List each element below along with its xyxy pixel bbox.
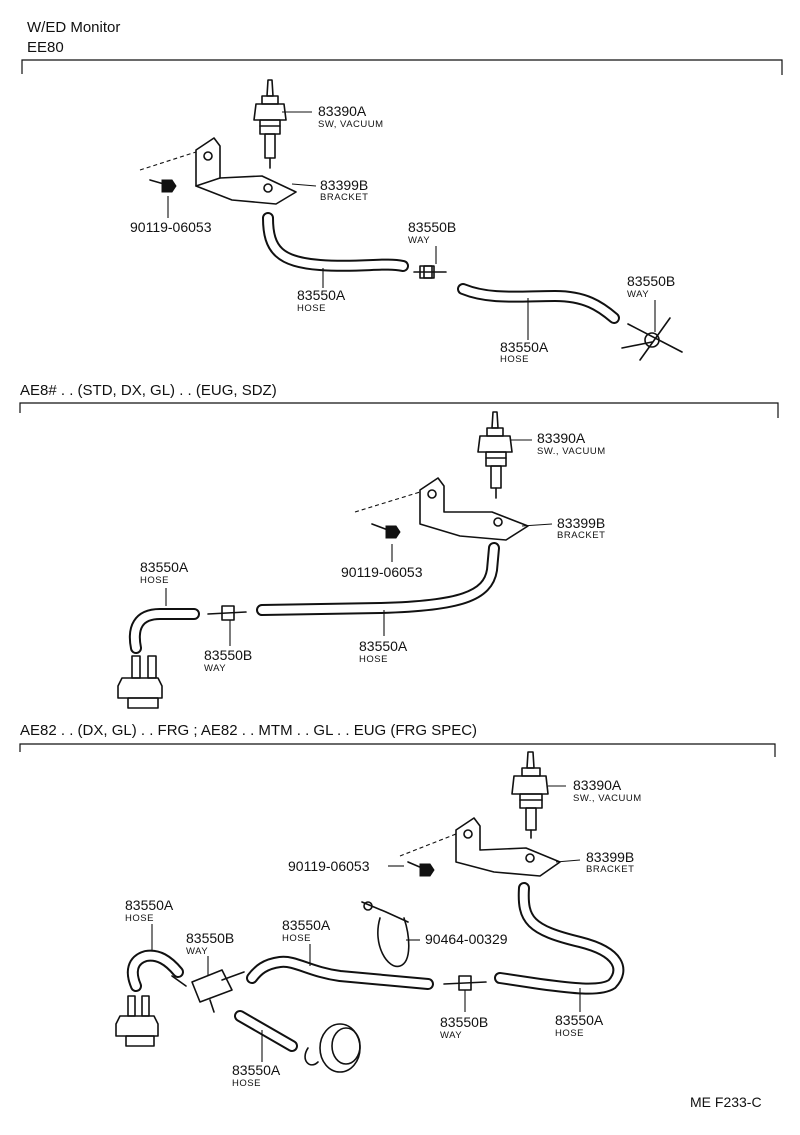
hose-icon: [128, 608, 200, 654]
part-number: 83399B: [320, 177, 368, 193]
part-name: HOSE: [125, 913, 154, 924]
bolt-icon: [149, 179, 177, 193]
section-heading: AE82 . . (DX, GL) . . FRG ; AE82 . . MTM…: [20, 722, 477, 739]
part-number: 83550B: [204, 647, 252, 663]
part-number: 83399B: [586, 849, 634, 865]
hose-icon: [256, 542, 500, 616]
hose-icon: [457, 283, 620, 324]
page-title: W/ED Monitor: [27, 19, 120, 36]
part-name: WAY: [627, 289, 649, 300]
way-t-connector-icon: [171, 969, 245, 1013]
model-code: EE80: [27, 39, 64, 56]
section-3-frame: [19, 743, 776, 757]
part-name: HOSE: [232, 1078, 261, 1089]
part-number: 83550A: [500, 339, 549, 355]
part-name: WAY: [204, 663, 226, 674]
section-3: AE82 . . (DX, GL) . . FRG ; AE82 . . MTM…: [19, 722, 776, 1089]
part-name: WAY: [440, 1030, 462, 1041]
bolt-icon: [371, 523, 401, 539]
part-name: BRACKET: [320, 192, 368, 203]
hose-icon: [126, 949, 184, 992]
part-number: 83390A: [318, 103, 367, 119]
vacuum-switch-icon: [477, 411, 513, 499]
part-name: SW., VACUUM: [537, 446, 606, 457]
part-name: HOSE: [500, 354, 529, 365]
part-name: SW, VACUUM: [318, 119, 384, 130]
section-1-frame: [21, 59, 783, 75]
section-2: AE8# . . (STD, DX, GL) . . (EUG, SDZ): [19, 382, 779, 709]
part-name: SW., VACUUM: [573, 793, 642, 804]
part-number: 83550A: [555, 1012, 604, 1028]
part-number: 83399B: [557, 515, 605, 531]
hose-icon: [494, 882, 625, 995]
part-number: 83550B: [440, 1014, 488, 1030]
vacuum-switch-icon: [511, 751, 549, 839]
part-name: HOSE: [555, 1028, 584, 1039]
section-2-frame: [19, 402, 779, 418]
part-number: 90119-06053: [130, 219, 212, 235]
bracket-icon: [419, 477, 529, 541]
hose-icon: [246, 955, 434, 990]
part-name: HOSE: [282, 933, 311, 944]
way-connector-icon: [443, 975, 487, 991]
part-name: BRACKET: [557, 530, 605, 541]
vacuum-canister-icon: [304, 1023, 361, 1073]
hose-icon: [262, 212, 409, 272]
way-connector-icon: [207, 605, 247, 621]
way-connector-icon: [413, 265, 447, 279]
part-number: 83550A: [297, 287, 346, 303]
way-cross-connector-icon: [621, 317, 683, 361]
part-name: WAY: [186, 946, 208, 957]
part-number: 83390A: [537, 430, 586, 446]
hose-icon: [234, 1010, 298, 1052]
part-name: WAY: [408, 235, 430, 246]
part-number: 83390A: [573, 777, 622, 793]
part-name: BRACKET: [586, 864, 634, 875]
section-heading: AE8# . . (STD, DX, GL) . . (EUG, SDZ): [20, 382, 277, 399]
part-number: 83550A: [232, 1062, 281, 1078]
part-name: HOSE: [140, 575, 169, 586]
section-1: 83390A SW, VACUUM 83399B BRACKET 90119-0…: [21, 59, 783, 365]
part-number: 90464-00329: [425, 931, 508, 947]
bracket-icon: [195, 137, 297, 205]
bracket-icon: [455, 817, 561, 877]
sensor-icon: [115, 995, 159, 1047]
part-number: 83550A: [125, 897, 174, 913]
sensor-icon: [117, 655, 163, 709]
clamp-icon: [361, 901, 410, 968]
footer-code: ME F233-C: [690, 1094, 762, 1110]
part-number: 83550A: [282, 917, 331, 933]
part-number: 83550A: [140, 559, 189, 575]
part-name: HOSE: [359, 654, 388, 665]
part-number: 83550B: [408, 219, 456, 235]
part-number: 83550A: [359, 638, 408, 654]
part-name: HOSE: [297, 303, 326, 314]
vacuum-switch-icon: [253, 79, 287, 169]
part-number: 90119-06053: [341, 564, 423, 580]
part-number: 90119-06053: [288, 858, 370, 874]
bolt-icon: [407, 861, 435, 877]
part-number: 83550B: [627, 273, 675, 289]
part-number: 83550B: [186, 930, 234, 946]
